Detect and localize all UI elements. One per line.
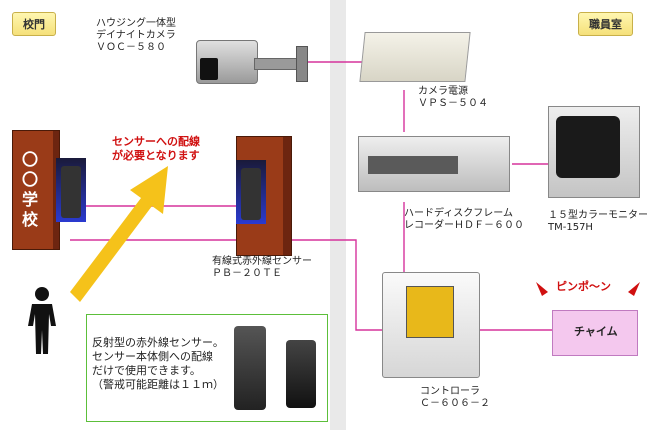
power-caption: カメラ電源 ＶＰＳ－５０４ <box>418 86 488 109</box>
chime-label: チャイム <box>574 325 618 338</box>
hdd-recorder-panel <box>368 156 458 174</box>
camera-lens <box>200 58 218 80</box>
chime-sound-marks <box>536 282 640 296</box>
school-name: 〇〇学校 <box>22 150 39 229</box>
reflective-sensor-image <box>234 326 266 410</box>
person-icon <box>26 286 58 356</box>
sensor-right-body <box>241 168 261 220</box>
camera-caption: ハウジング一体型 デイナイトカメラ ＶＯＣ－５８０ <box>96 18 176 53</box>
camera-mount-plate <box>296 46 308 82</box>
wire-sensor-controller <box>70 239 382 331</box>
info-box-text: 反射型の赤外線センサー。 センサー本体側への配線 だけで使用できます。 （警戒可… <box>92 336 224 391</box>
chime-sound: ピンポ～ン <box>556 280 611 293</box>
monitor-caption: １５型カラーモニター TM-157H <box>548 210 648 233</box>
sensor-left-body <box>61 166 81 218</box>
approach-arrow <box>70 166 168 302</box>
right-panel-label: 職員室 <box>578 12 633 36</box>
left-panel-label: 校門 <box>12 12 56 36</box>
controller-display <box>406 286 454 338</box>
reflective-sensor-image-2 <box>286 340 316 408</box>
school-gate-post <box>12 130 60 250</box>
recorder-caption: ハードディスクフレーム レコーダーＨＤＦ－６００ <box>404 208 524 231</box>
color-monitor-screen <box>556 116 620 178</box>
camera-power-unit <box>359 32 471 82</box>
sensor-caption: 有線式赤外線センサー ＰＢ－２０ＴＥ <box>212 256 312 279</box>
chime-box <box>552 310 638 356</box>
controller-caption: コントローラ Ｃ－６０６－２ <box>420 386 490 409</box>
wiring-callout: センサーへの配線 が必要となります <box>112 135 200 162</box>
